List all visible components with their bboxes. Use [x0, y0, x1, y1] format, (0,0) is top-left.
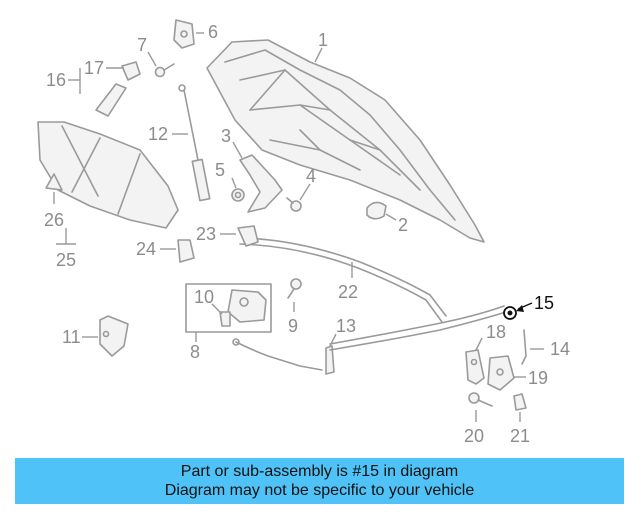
callout-20: 20 [464, 426, 484, 446]
clip-26-part [45, 173, 63, 191]
leader-3 [232, 141, 243, 159]
callout-19: 19 [528, 368, 548, 388]
release-handle-part [232, 338, 335, 375]
arrow-15-icon [516, 305, 524, 312]
callout-1: 1 [318, 30, 328, 50]
bolt-9-part [287, 278, 302, 299]
latch-assembly-box [185, 283, 272, 333]
grommet-15-part [503, 306, 517, 320]
bolt-20-part [468, 392, 493, 407]
leader-1 [314, 47, 323, 63]
banner-line-2: Diagram may not be specific to your vehi… [164, 482, 475, 499]
callout-26: 26 [44, 210, 64, 230]
callout-7: 7 [137, 35, 147, 55]
callout-6: 6 [208, 22, 218, 42]
hood-bumper-part [366, 201, 387, 220]
hood-panel-part [206, 39, 485, 243]
callout-5: 5 [215, 160, 225, 180]
callout-12: 12 [148, 124, 168, 144]
leader-10 [211, 303, 223, 315]
bolt-7-part [154, 63, 175, 78]
bolt-4-part [286, 197, 302, 212]
callout-25: 25 [56, 250, 76, 270]
callout-24: 24 [136, 239, 156, 259]
clip-21-part [513, 393, 527, 411]
release-cable-part [239, 237, 507, 351]
callout-2: 2 [398, 215, 408, 235]
leader-2 [385, 213, 397, 221]
banner-line-1: Part or sub-assembly is #15 in diagram [180, 463, 459, 480]
hood-strut-part [178, 84, 211, 202]
nut-5-part [231, 188, 245, 202]
trim-16-part [95, 61, 141, 117]
callout-14: 14 [550, 339, 570, 359]
bracket-6-part [173, 19, 195, 49]
callout-18: 18 [486, 322, 506, 342]
leader-18 [475, 337, 483, 351]
callout-9: 9 [288, 316, 298, 336]
callout-11: 11 [62, 327, 81, 347]
hood-hinge-part [239, 154, 283, 213]
clip-14-part [521, 329, 527, 365]
callout-4: 4 [306, 166, 316, 186]
latch-19-part [487, 355, 515, 391]
callout-15: 15 [534, 293, 554, 313]
callout-3: 3 [221, 126, 231, 146]
leader-5 [231, 177, 237, 189]
clip-24-part [177, 239, 195, 263]
callout-22: 22 [338, 282, 358, 302]
clip-23-part [237, 225, 259, 247]
callout-16: 16 [46, 70, 66, 90]
callout-13: 13 [336, 316, 356, 336]
leader-7 [147, 51, 157, 67]
bracket-11-part [99, 315, 129, 357]
callout-23: 23 [196, 224, 216, 244]
info-banner: Part or sub-assembly is #15 in diagram D… [15, 458, 624, 504]
callout-10: 10 [194, 287, 214, 307]
parts-diagram: 1 2 3 4 5 6 7 8 10 [37, 19, 570, 446]
leader-4 [299, 183, 311, 201]
callout-21: 21 [510, 426, 530, 446]
bracket-18-part [465, 349, 485, 385]
callout-17: 17 [84, 58, 104, 78]
callout-8: 8 [190, 342, 200, 362]
